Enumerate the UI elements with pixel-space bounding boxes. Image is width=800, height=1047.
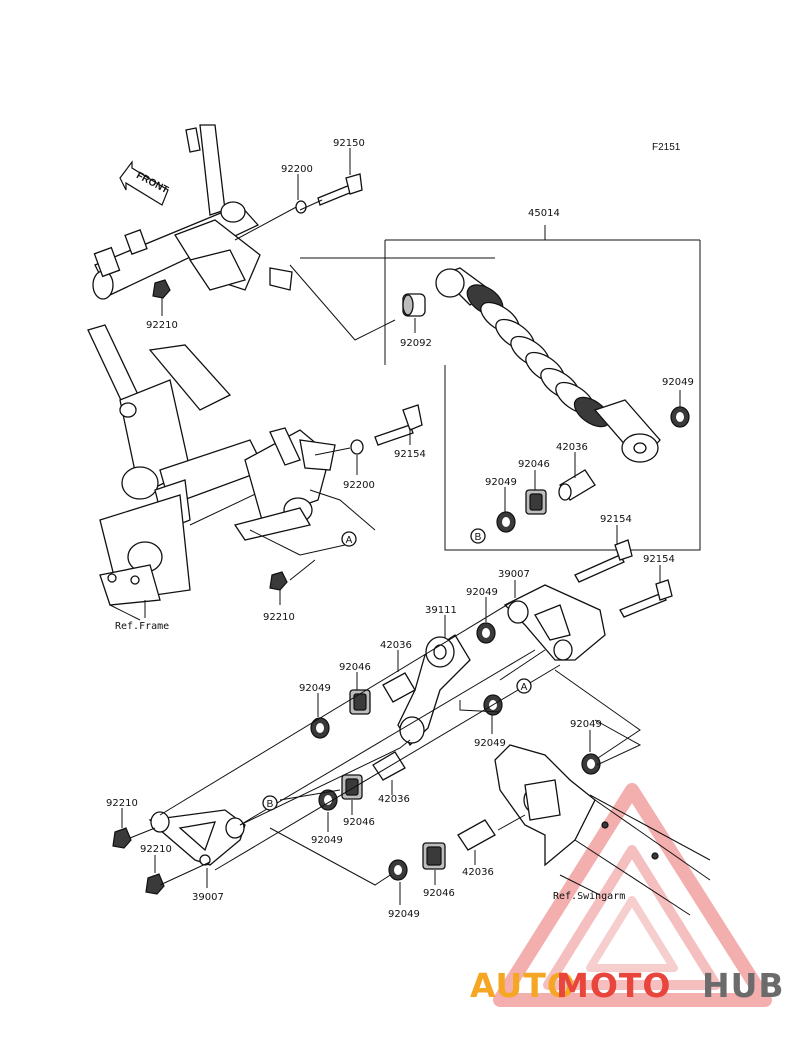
frame-drawing [87,124,336,621]
shock-absorber [384,225,701,463]
part-label: 92210 [146,320,178,331]
marker-a-lower: A [521,682,528,693]
part-label: 39007 [192,892,224,903]
callout-markers: A B A B [262,528,532,811]
part-label: 92154 [643,554,675,565]
part-label: 92046 [343,817,375,828]
hardware-top [152,173,690,428]
part-label: 92154 [394,449,426,460]
part-labels: F2151 92150 92200 45014 92210 92092 9204… [106,138,694,920]
part-label: 92049 [466,587,498,598]
linkage-assembly [112,539,673,895]
front-arrow-icon: FRONT [119,160,170,206]
watermark-word-hub: HUB [702,966,785,1005]
part-label: 92200 [281,164,313,175]
part-label: 92210 [263,612,295,623]
part-label: 92049 [474,738,506,749]
diagram-code: F2151 [652,142,681,153]
part-label: 92049 [311,835,343,846]
leader-lines [121,148,681,905]
part-label: 92049 [388,909,420,920]
part-label: 92200 [343,480,375,491]
part-label: 39007 [498,569,530,580]
part-label: 92049 [662,377,694,388]
part-label: 92092 [400,338,432,349]
ref-swingarm-label: Ref.Swingarm [553,891,625,902]
part-label: 92046 [518,459,550,470]
part-label: 42036 [380,640,412,651]
part-label: 92049 [485,477,517,488]
part-label: 92150 [333,138,365,149]
part-label: 42036 [462,867,494,878]
part-label: 92210 [106,798,138,809]
part-label: 39111 [425,605,457,616]
marker-b-lower: B [267,799,274,810]
part-label: 92049 [299,683,331,694]
watermark-word-moto: MOTO [556,966,671,1005]
part-label: 45014 [528,208,560,219]
watermark-triangle-icon [493,783,772,1007]
part-label: 92049 [570,719,602,730]
part-label: 92046 [423,888,455,899]
marker-b-upper: B [475,532,482,543]
part-label: 42036 [556,442,588,453]
watermark-word-auto: AUTO [470,966,576,1005]
swingarm-drawing [388,719,711,916]
part-label: 92154 [600,514,632,525]
ref-frame-label: Ref.Frame [115,621,169,632]
hardware-middle [249,365,701,591]
part-label: 92046 [339,662,371,673]
part-label: 42036 [378,794,410,805]
part-label: 92210 [140,844,172,855]
watermark-logo: AUTO MOTO HUB [470,966,785,1005]
marker-a-upper: A [346,535,353,546]
